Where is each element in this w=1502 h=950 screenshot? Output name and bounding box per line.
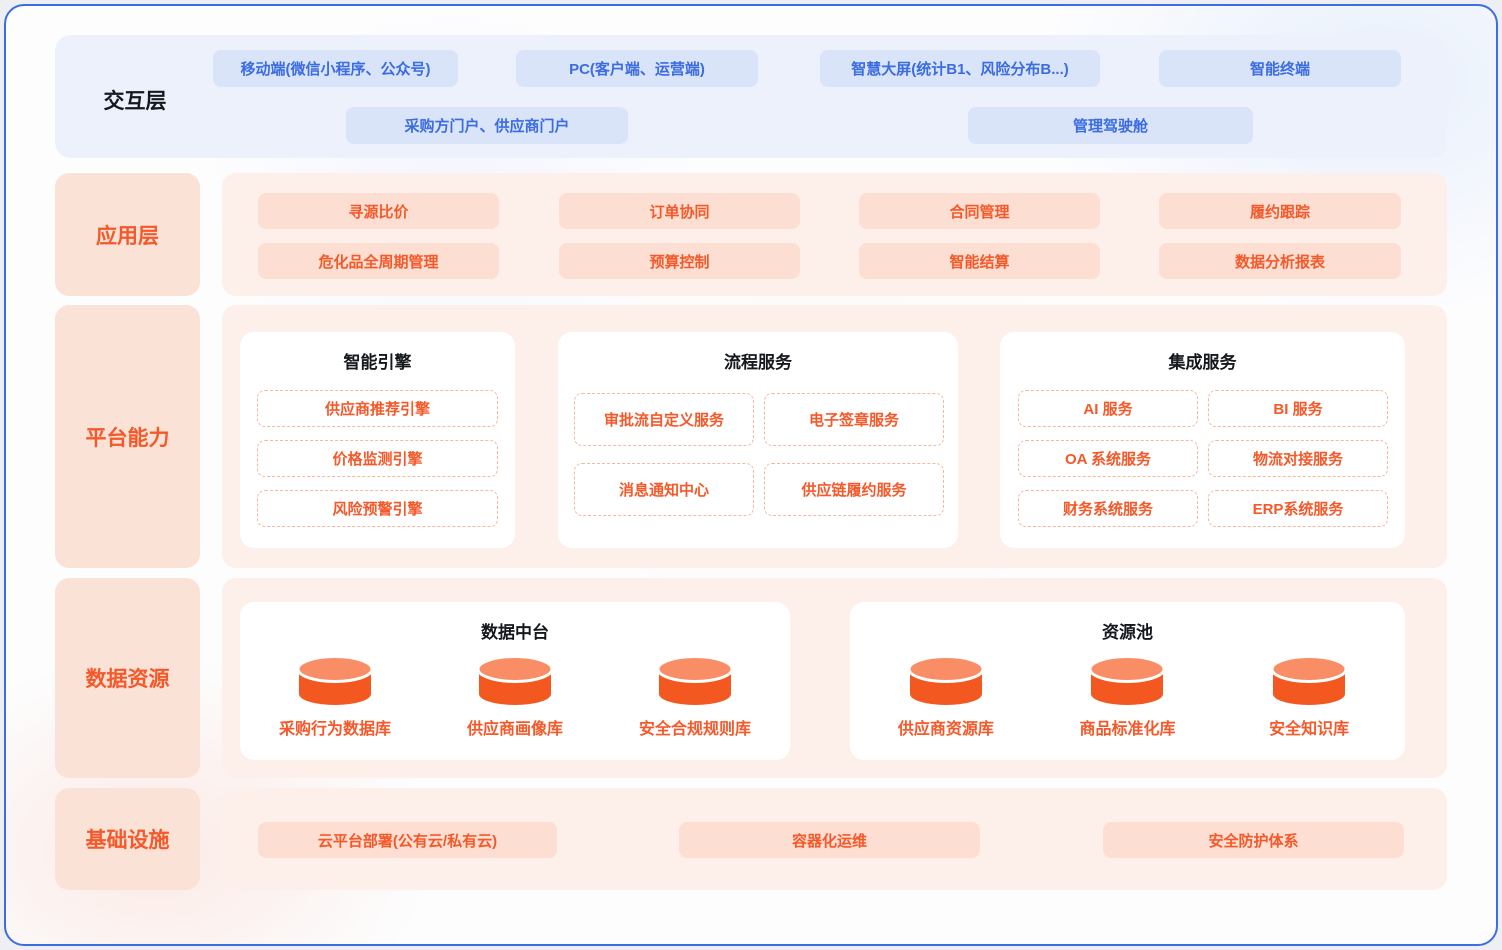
data-middle-platform-card: 数据中台 采购行为数据库 供应商画像库 — [240, 602, 790, 760]
hazmat-lifecycle-pill: 危化品全周期管理 — [258, 243, 499, 279]
database-label: 安全合规规则库 — [638, 721, 751, 738]
data-analysis-report-pill: 数据分析报表 — [1159, 243, 1401, 279]
intelligent-engine-card: 智能引擎 供应商推荐引擎 价格监测引擎 风险预警引擎 — [240, 332, 515, 548]
infrastructure-title: 基础设施 — [55, 788, 200, 890]
bi-service-item: BI 服务 — [1208, 390, 1388, 427]
pc-client-pill: PC(客户端、运营端) — [516, 50, 758, 87]
database-label: 安全知识库 — [1269, 721, 1350, 738]
smart-settlement-pill: 智能结算 — [859, 243, 1100, 279]
buyer-supplier-portal-pill: 采购方门户、供应商门户 — [346, 107, 628, 144]
supplychain-performance-service-item: 供应链履约服务 — [764, 463, 944, 516]
product-standardization-db: 商品标准化库 — [1037, 650, 1217, 739]
budget-control-pill: 预算控制 — [559, 243, 800, 279]
platform-capability-section: 智能引擎 供应商推荐引擎 价格监测引擎 风险预警引擎 流程服务 审批流自定义服务… — [222, 305, 1447, 568]
database-icon — [1270, 655, 1348, 705]
ai-service-item: AI 服务 — [1018, 390, 1198, 427]
database-icon — [656, 655, 734, 705]
risk-alert-engine-item: 风险预警引擎 — [257, 490, 498, 527]
erp-system-service-item: ERP系统服务 — [1208, 490, 1388, 527]
database-icon — [907, 655, 985, 705]
intelligent-engine-card-title: 智能引擎 — [343, 353, 412, 372]
performance-tracking-pill: 履约跟踪 — [1159, 193, 1401, 229]
database-row: 供应商资源库 商品标准化库 安全知识库 — [855, 650, 1400, 739]
database-label: 采购行为数据库 — [278, 721, 391, 738]
infrastructure-section: 云平台部署(公有云/私有云) 容器化运维 安全防护体系 — [222, 788, 1447, 890]
supplier-recommend-engine-item: 供应商推荐引擎 — [257, 390, 498, 427]
resource-pool-card: 资源池 供应商资源库 商品标准化库 — [850, 602, 1405, 760]
approval-flow-service-item: 审批流自定义服务 — [574, 393, 754, 446]
logistics-connect-service-item: 物流对接服务 — [1208, 440, 1388, 477]
container-ops-pill: 容器化运维 — [679, 822, 980, 858]
database-label: 商品标准化库 — [1079, 721, 1176, 738]
message-center-item: 消息通知中心 — [574, 463, 754, 516]
e-signature-service-item: 电子签章服务 — [764, 393, 944, 446]
purchase-behavior-db: 采购行为数据库 — [245, 650, 425, 739]
application-layer-section: 寻源比价 订单协同 合同管理 履约跟踪 危化品全周期管理 预算控制 智能结算 数… — [222, 173, 1447, 296]
supplier-profile-db: 供应商画像库 — [425, 650, 605, 739]
supplier-resource-db: 供应商资源库 — [856, 650, 1036, 739]
finance-system-service-item: 财务系统服务 — [1018, 490, 1198, 527]
safety-compliance-rule-db: 安全合规规则库 — [605, 650, 785, 739]
management-cockpit-pill: 管理驾驶舱 — [968, 107, 1253, 144]
contract-management-pill: 合同管理 — [859, 193, 1100, 229]
database-label: 供应商画像库 — [466, 721, 563, 738]
database-icon — [296, 655, 374, 705]
data-resource-section: 数据中台 采购行为数据库 供应商画像库 — [222, 578, 1447, 778]
process-service-card-title: 流程服务 — [724, 353, 792, 372]
database-icon — [1088, 655, 1166, 705]
smart-screen-pill: 智慧大屏(统计B1、风险分布B...) — [820, 50, 1100, 87]
smart-terminal-pill: 智能终端 — [1159, 50, 1401, 87]
application-layer-title: 应用层 — [55, 173, 200, 296]
database-label: 供应商资源库 — [897, 721, 994, 738]
integration-service-card-title: 集成服务 — [1168, 353, 1237, 372]
data-middle-platform-card-title: 数据中台 — [481, 623, 549, 642]
resource-pool-card-title: 资源池 — [1102, 623, 1153, 642]
price-monitor-engine-item: 价格监测引擎 — [257, 440, 498, 477]
cloud-deployment-pill: 云平台部署(公有云/私有云) — [258, 822, 557, 858]
platform-capability-title: 平台能力 — [55, 305, 200, 568]
integration-service-card: 集成服务 AI 服务 BI 服务 OA 系统服务 物流对接服务 财务系统服务 E… — [1000, 332, 1405, 548]
data-resource-title: 数据资源 — [55, 578, 200, 778]
interaction-layer-title: 交互层 — [103, 90, 167, 113]
interaction-layer-section: 交互层 移动端(微信小程序、公众号) PC(客户端、运营端) 智慧大屏(统计B1… — [55, 35, 1447, 158]
database-row: 采购行为数据库 供应商画像库 安全合规规 — [245, 650, 785, 739]
sourcing-compare-pill: 寻源比价 — [258, 193, 499, 229]
oa-system-service-item: OA 系统服务 — [1018, 440, 1198, 477]
diagram-frame: 交互层 移动端(微信小程序、公众号) PC(客户端、运营端) 智慧大屏(统计B1… — [4, 4, 1498, 946]
safety-knowledge-db: 安全知识库 — [1219, 650, 1399, 739]
order-collaboration-pill: 订单协同 — [559, 193, 800, 229]
process-service-card: 流程服务 审批流自定义服务 电子签章服务 消息通知中心 供应链履约服务 — [558, 332, 958, 548]
database-icon — [476, 655, 554, 705]
mobile-terminal-pill: 移动端(微信小程序、公众号) — [213, 50, 458, 87]
security-protection-pill: 安全防护体系 — [1103, 822, 1404, 858]
